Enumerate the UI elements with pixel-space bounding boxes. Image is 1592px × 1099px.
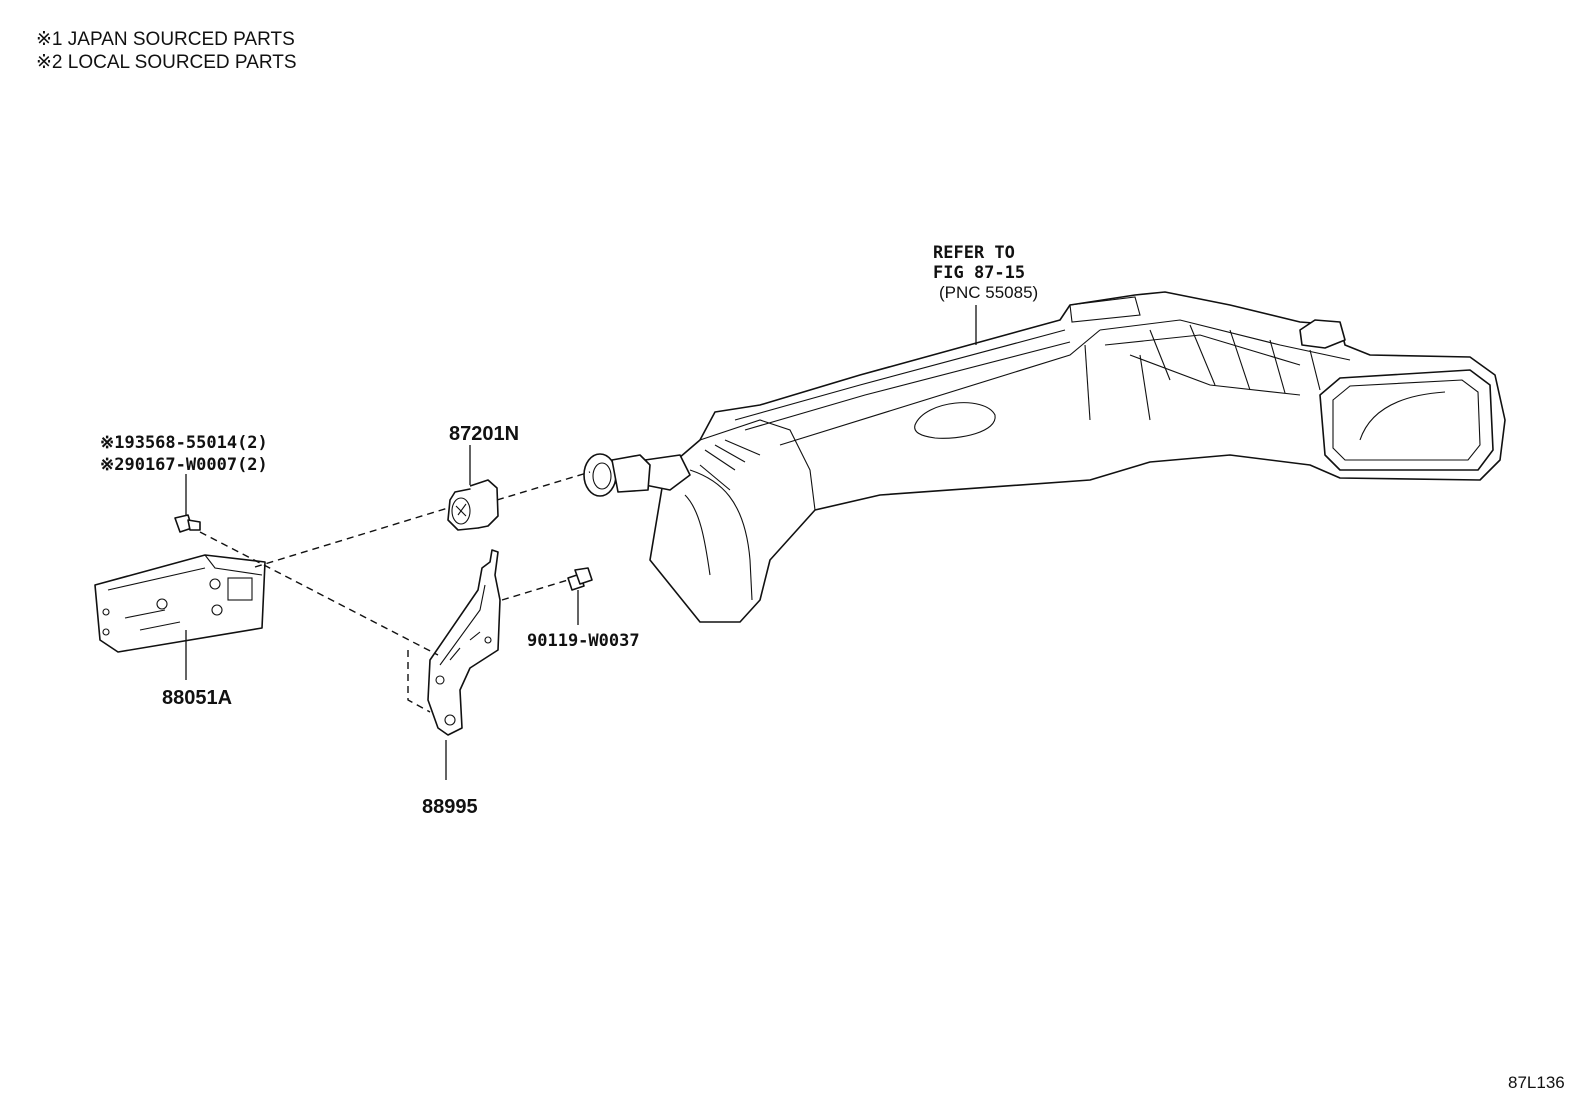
refer-line-1: REFER TO <box>933 243 1015 263</box>
label-88051a: 88051A <box>162 687 232 709</box>
hose-connector-drawing <box>583 453 651 497</box>
label-screw-japan: ※193568-55014(2) <box>100 433 268 453</box>
note-japan-sourced: ※1 JAPAN SOURCED PARTS <box>36 29 295 50</box>
grommet-87201n-drawing <box>447 479 499 531</box>
air-duct-drawing <box>644 291 1506 623</box>
label-88995: 88995 <box>422 796 478 818</box>
plate-88051a-drawing <box>94 554 266 653</box>
screw-93568-drawing <box>174 514 201 533</box>
screw-90119-drawing <box>567 567 593 591</box>
figure-code: 87L136 <box>1508 1073 1565 1092</box>
refer-line-3: (PNC 55085) <box>939 283 1038 302</box>
bracket-88995-drawing <box>427 549 501 736</box>
label-screw-local: ※290167-W0007(2) <box>100 455 268 475</box>
refer-line-2: FIG 87-15 <box>933 263 1025 283</box>
assembly-dashed-lines <box>199 471 591 713</box>
label-90119-w0037: 90119-W0037 <box>527 631 640 651</box>
leader-lines <box>185 305 977 780</box>
note-local-sourced: ※2 LOCAL SOURCED PARTS <box>36 52 297 73</box>
label-87201n: 87201N <box>449 423 519 445</box>
